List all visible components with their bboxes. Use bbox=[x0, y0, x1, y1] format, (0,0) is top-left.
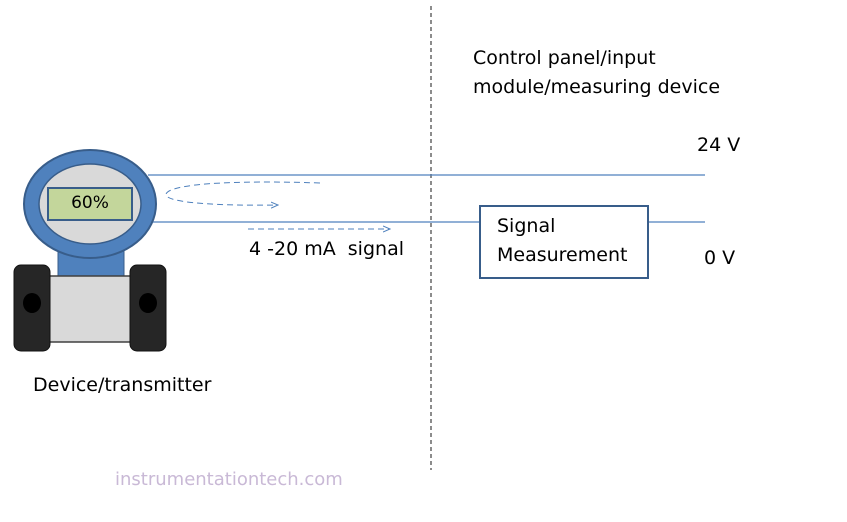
control-panel-title-line2: module/measuring device bbox=[473, 76, 721, 98]
device-label: Device/transmitter bbox=[33, 374, 212, 396]
current-loop-arrow bbox=[165, 181, 321, 205]
watermark: instrumentationtech.com bbox=[115, 469, 343, 490]
control-panel-title-line1: Control panel/input bbox=[473, 47, 656, 69]
measurement-box-line1: Signal bbox=[497, 215, 556, 237]
transmitter-icon bbox=[13, 149, 167, 352]
signal-measurement-box bbox=[479, 205, 649, 279]
measurement-box-line2: Measurement bbox=[497, 244, 628, 266]
signal-label: 4 -20 mA signal bbox=[249, 238, 404, 260]
voltage-0v-label: 0 V bbox=[704, 247, 736, 269]
voltage-24v-label: 24 V bbox=[697, 134, 741, 156]
display-value: 60% bbox=[71, 193, 109, 213]
device-display bbox=[47, 187, 133, 221]
